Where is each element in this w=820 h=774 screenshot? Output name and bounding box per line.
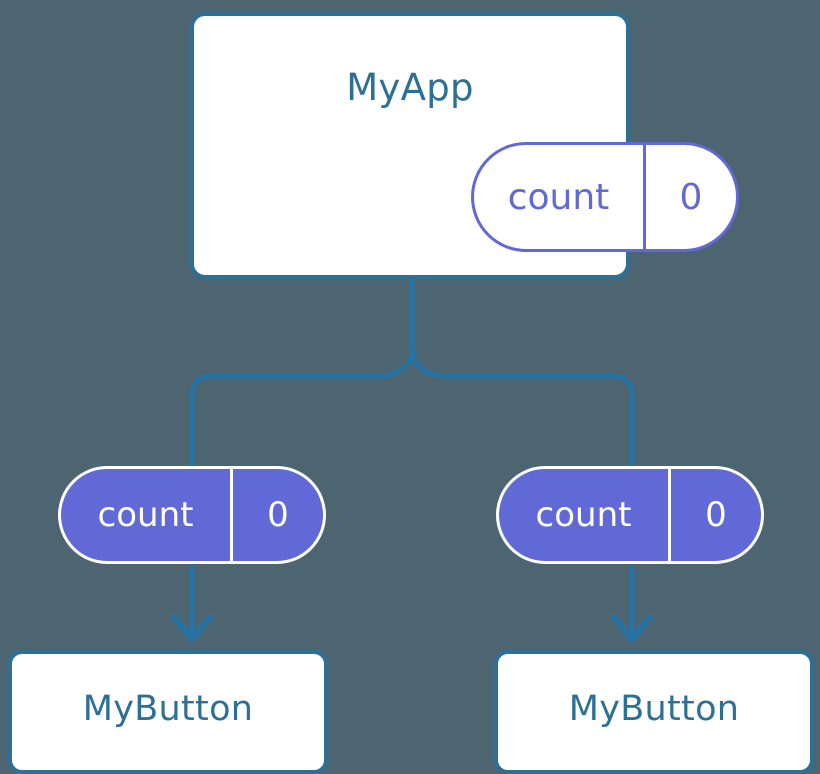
fork-connector	[409, 351, 635, 466]
component-title-mybutton: MyButton	[82, 689, 254, 729]
state-pill-child-0[interactable]: count 0	[58, 466, 326, 564]
state-pill-child-1[interactable]: count 0	[496, 466, 764, 564]
state-pill-value: 0	[267, 495, 289, 535]
component-card-mybutton-1[interactable]: MyButton	[494, 650, 814, 774]
state-pill-value: 0	[705, 495, 727, 535]
component-card-myapp[interactable]: MyApp count 0	[190, 12, 739, 279]
arrow-right-head-icon	[611, 614, 653, 642]
state-pill-value: 0	[679, 176, 703, 218]
state-pill-key: count	[474, 145, 646, 249]
state-pill-key: count	[499, 469, 671, 561]
state-pill-myapp[interactable]: count 0	[471, 142, 739, 252]
fork-connector-left	[189, 351, 415, 466]
component-title-myapp: MyApp	[346, 66, 474, 109]
component-title-mybutton: MyButton	[568, 689, 740, 729]
state-pill-key: count	[61, 469, 233, 561]
component-card-mybutton-0[interactable]: MyButton	[8, 650, 328, 774]
arrow-left-head-icon	[171, 614, 213, 642]
